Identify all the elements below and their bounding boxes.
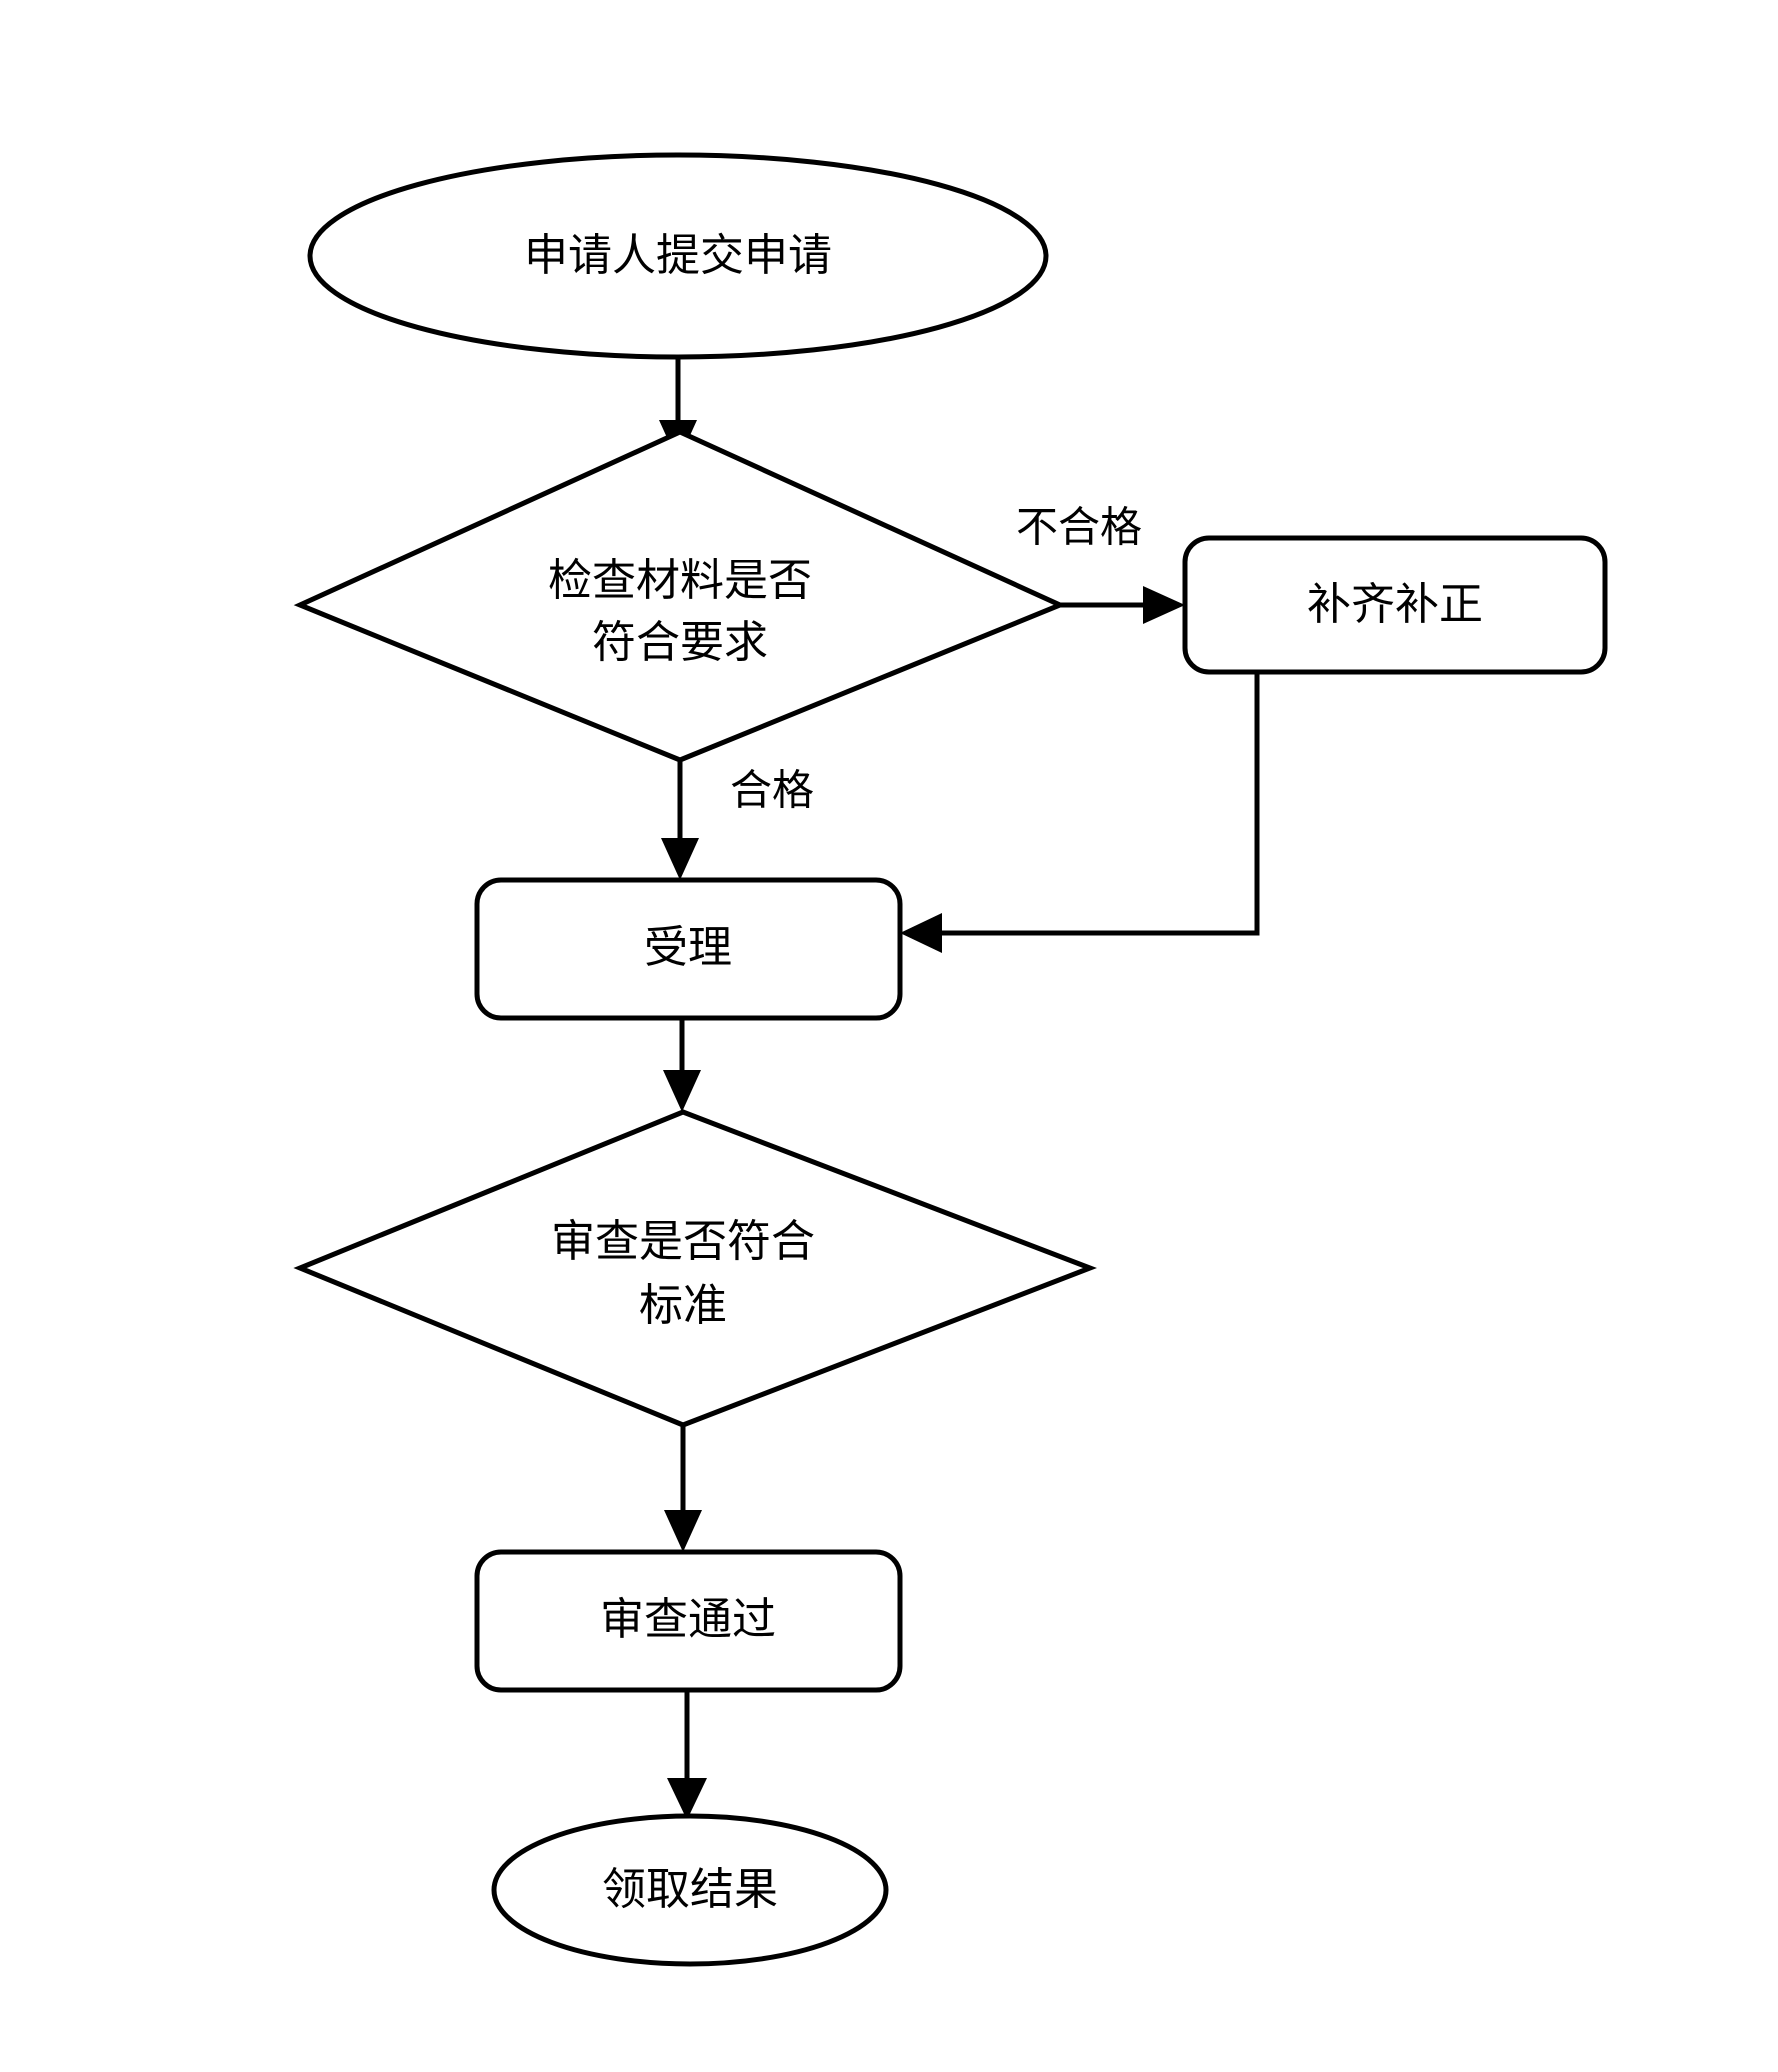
edge-review-passed-to-collect-result bbox=[667, 1690, 707, 1820]
node-review-standard[interactable]: 审查是否符合 标准 bbox=[293, 1109, 1097, 1428]
ellipse-shape bbox=[307, 152, 1049, 360]
node-start[interactable]: 申请人提交申请 bbox=[307, 152, 1049, 360]
edge-review-standard-to-review-passed bbox=[664, 1425, 702, 1552]
edge-line bbox=[935, 672, 1260, 936]
arrow-head-icon bbox=[667, 1778, 707, 1820]
node-label-supplement: 补齐补正 bbox=[1307, 579, 1483, 630]
node-review-passed[interactable]: 审查通过 bbox=[474, 1549, 903, 1693]
node-label-check-materials-line2: 符合要求 bbox=[592, 617, 768, 668]
node-label-accept: 受理 bbox=[644, 922, 732, 973]
edge-label-hege: 合格 bbox=[730, 766, 814, 815]
arrow-head-icon bbox=[900, 913, 942, 953]
ellipse-shape bbox=[491, 1813, 889, 1967]
edge-accept-to-review-standard bbox=[663, 1018, 701, 1112]
node-label-review-passed: 审查通过 bbox=[600, 1594, 776, 1645]
node-label-collect-result: 领取结果 bbox=[602, 1864, 778, 1915]
edge-check-materials-to-accept: 合格 bbox=[661, 760, 814, 880]
arrow-head-icon bbox=[663, 1070, 701, 1112]
edge-label-buhege: 不合格 bbox=[1016, 503, 1142, 552]
node-label-review-standard-line1: 审查是否符合 bbox=[551, 1216, 815, 1267]
diamond-shape bbox=[293, 429, 1067, 763]
arrow-head-icon bbox=[661, 838, 699, 880]
edge-supplement-to-accept bbox=[900, 672, 1260, 953]
rounded-rect-shape bbox=[474, 877, 903, 1021]
node-supplement[interactable]: 补齐补正 bbox=[1182, 535, 1608, 675]
arrow-head-icon bbox=[1143, 586, 1185, 624]
node-label-start: 申请人提交申请 bbox=[524, 230, 832, 281]
rounded-rect-shape bbox=[1182, 535, 1608, 675]
rounded-rect-shape bbox=[474, 1549, 903, 1693]
arrow-head-icon bbox=[664, 1510, 702, 1552]
node-collect-result[interactable]: 领取结果 bbox=[491, 1813, 889, 1967]
node-label-review-standard-line2: 标准 bbox=[639, 1280, 727, 1331]
node-label-check-materials-line1: 检查材料是否 bbox=[548, 555, 812, 606]
node-accept[interactable]: 受理 bbox=[474, 877, 903, 1021]
node-check-materials[interactable]: 检查材料是否 符合要求 bbox=[293, 429, 1067, 763]
edge-check-materials-to-supplement: 不合格 bbox=[1016, 503, 1185, 624]
diamond-shape bbox=[293, 1109, 1097, 1428]
